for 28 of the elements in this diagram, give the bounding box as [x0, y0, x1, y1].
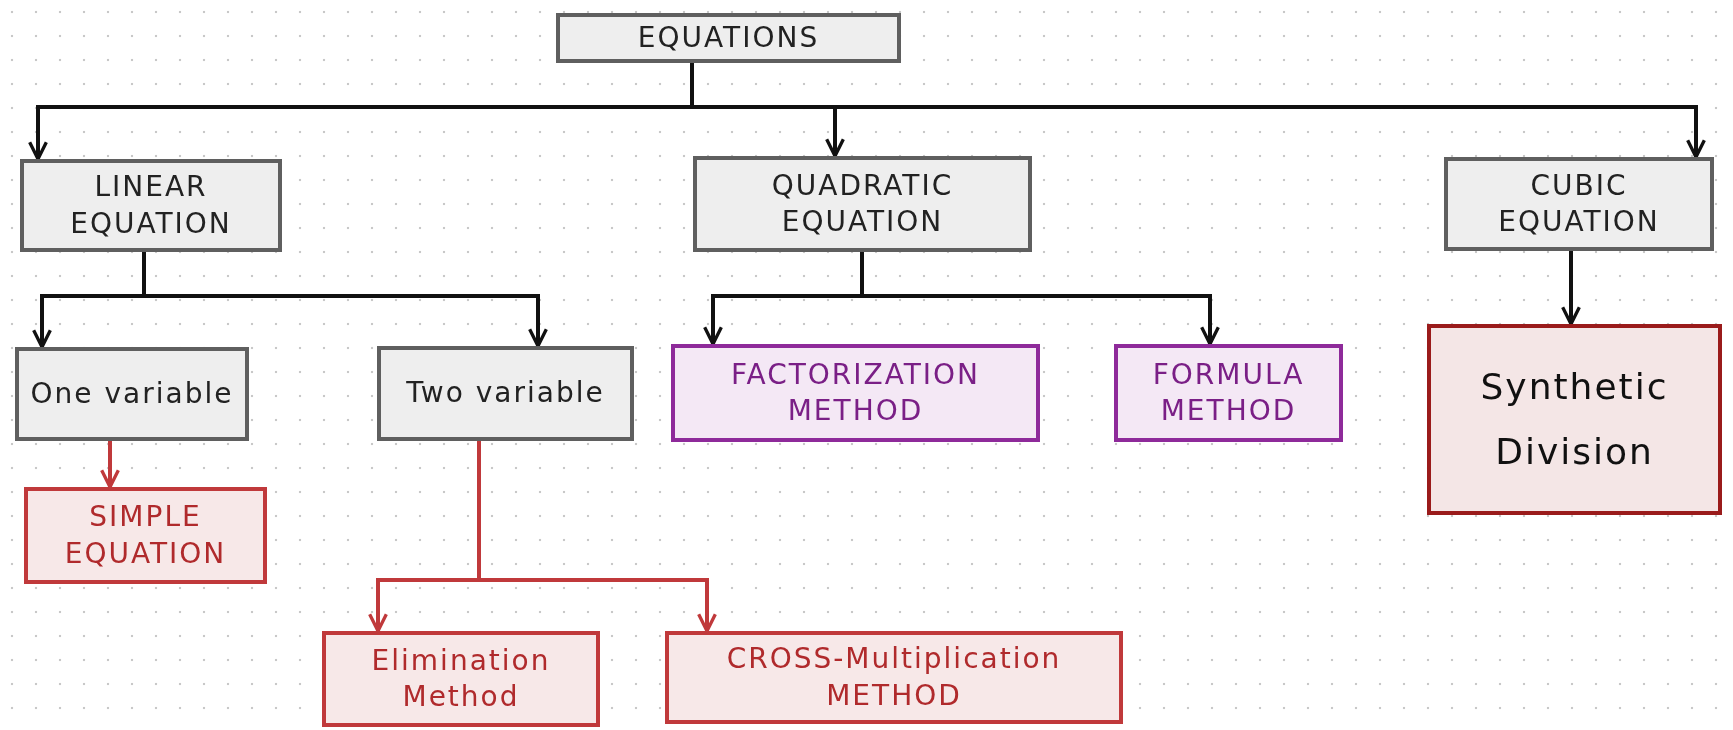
node-label: Elimination Method [370, 642, 552, 715]
node-label: Two variable [406, 375, 605, 412]
node-label: LINEAR EQUATION [69, 169, 233, 242]
arrow [100, 441, 120, 489]
method-box [1114, 344, 1343, 442]
node-label: SIMPLE EQUATION [63, 499, 228, 572]
category-box [20, 159, 282, 252]
arrow [142, 252, 548, 348]
node-label: FORMULA METHOD [1151, 356, 1306, 429]
category-box [556, 13, 901, 63]
method-box [671, 344, 1040, 442]
method-box [322, 631, 600, 727]
node-label: CROSS-Multiplication METHOD [725, 641, 1063, 714]
node-label: CUBIC EQUATION [1497, 167, 1661, 240]
node-label: One variable [30, 375, 234, 412]
arrow [860, 252, 1220, 346]
method-box [24, 487, 267, 584]
node-label: FACTORIZATION METHOD [729, 356, 982, 429]
method-box [1427, 324, 1722, 515]
node-label: QUADRATIC EQUATION [770, 167, 955, 240]
category-box [15, 347, 249, 441]
category-box [1444, 157, 1714, 251]
arrow [1561, 251, 1581, 326]
node-label: Synthetic Division [1479, 364, 1670, 474]
category-box [377, 346, 634, 441]
node-label: EQUATIONS [637, 19, 820, 56]
category-box [693, 156, 1032, 252]
method-box [665, 631, 1123, 724]
